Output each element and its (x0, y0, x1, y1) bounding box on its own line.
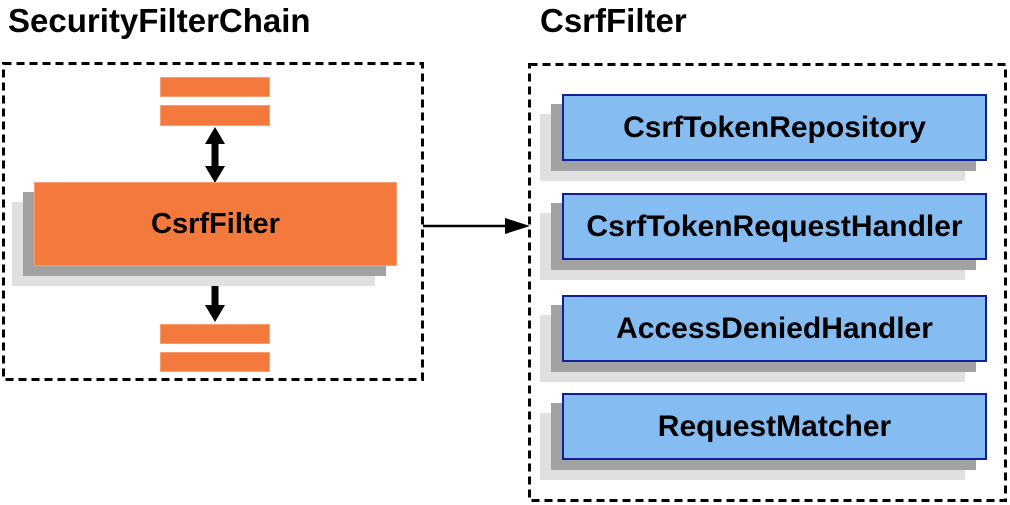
component-access-denied-handler: AccessDeniedHandler (540, 295, 987, 382)
component-box-face: CsrfTokenRepository (562, 94, 987, 161)
component-csrf-token-repository: CsrfTokenRepository (540, 94, 987, 181)
other-filter-bar (160, 105, 270, 126)
csrf-filter-box-face: CsrfFilter (34, 182, 397, 266)
other-filter-bar (160, 352, 270, 372)
component-box-face: CsrfTokenRequestHandler (562, 193, 987, 260)
csrf-filter-box: CsrfFilter (12, 182, 397, 286)
other-filter-bar (160, 77, 270, 97)
component-label: CsrfTokenRepository (623, 110, 926, 144)
chain-to-components-arrow (423, 218, 530, 234)
component-label: RequestMatcher (657, 409, 892, 443)
csrf-filter-title: CsrfFilter (540, 2, 687, 39)
component-request-matcher: RequestMatcher (540, 393, 987, 480)
component-label: CsrfTokenRequestHandler (586, 209, 963, 243)
other-filter-bar (160, 324, 270, 344)
component-box-face: RequestMatcher (562, 393, 987, 460)
bidirectional-arrow-above-filter (205, 127, 225, 183)
component-csrf-token-request-handler: CsrfTokenRequestHandler (540, 193, 987, 280)
component-label: AccessDeniedHandler (616, 311, 933, 345)
security-filter-chain-title: SecurityFilterChain (8, 2, 311, 39)
component-box-face: AccessDeniedHandler (562, 295, 987, 362)
csrf-filter-box-label: CsrfFilter (151, 207, 280, 240)
